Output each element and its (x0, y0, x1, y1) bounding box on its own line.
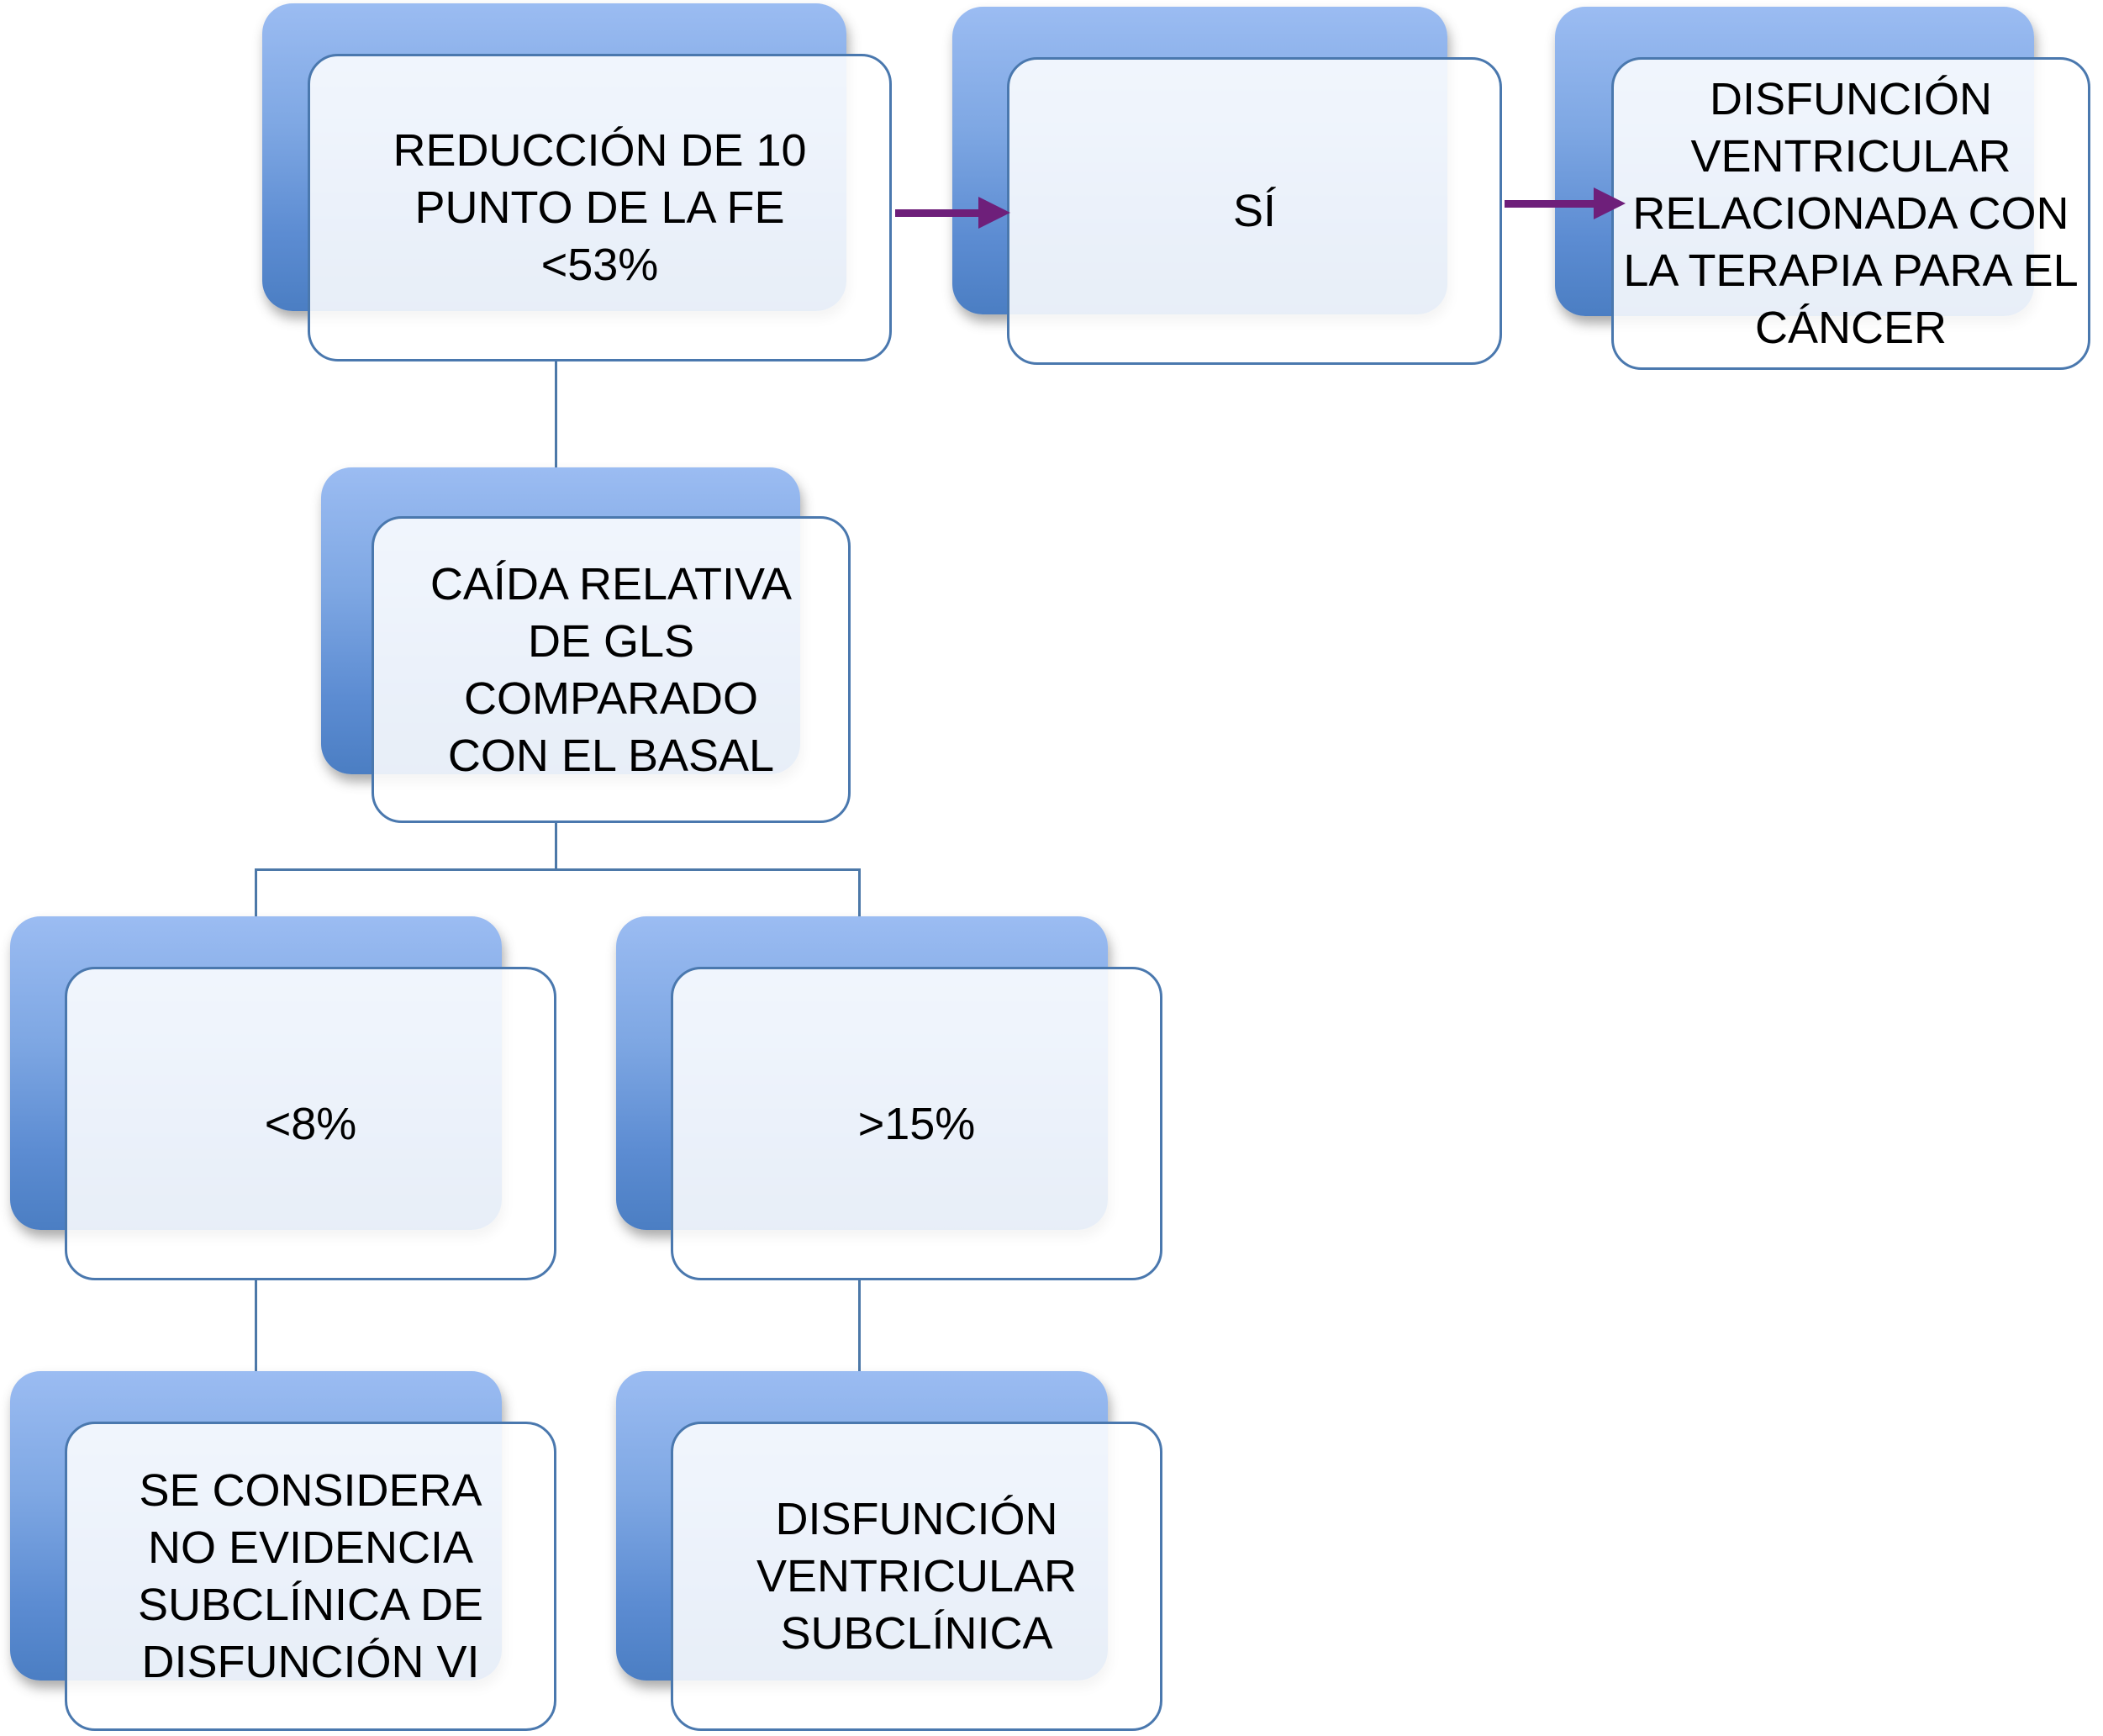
node-disfuncion-terapia-label: DISFUNCIÓN VENTRICULAR RELACIONADA CON L… (1623, 74, 2079, 353)
node-menor-8: <8% (65, 967, 556, 1280)
connector-gls-down (555, 823, 557, 871)
connector-lt8-to-result (255, 1280, 257, 1371)
node-disfuncion-terapia: DISFUNCIÓN VENTRICULAR RELACIONADA CON L… (1611, 57, 2090, 370)
connector-gt15-to-result (858, 1280, 861, 1371)
node-caida-gls-label: CAÍDA RELATIVA DE GLS COMPARADO CON EL B… (430, 558, 793, 781)
arrow-si-to-disfuncion-shaft (1505, 200, 1597, 208)
node-si: SÍ (1007, 57, 1502, 365)
node-reduccion-fe-label: REDUCCIÓN DE 10 PUNTO DE LA FE <53% (393, 125, 807, 290)
connector-branch-left-drop (255, 868, 257, 916)
node-si-label: SÍ (1232, 186, 1277, 236)
connector-branch-horizontal (255, 868, 861, 871)
node-caida-gls: CAÍDA RELATIVA DE GLS COMPARADO CON EL B… (372, 516, 851, 823)
arrow-fe-to-si-head-icon (978, 197, 1010, 229)
arrow-si-to-disfuncion-head-icon (1594, 187, 1626, 219)
node-reduccion-fe: REDUCCIÓN DE 10 PUNTO DE LA FE <53% (308, 54, 892, 361)
node-mayor-15: >15% (671, 967, 1162, 1280)
connector-fe-to-gls (555, 361, 557, 467)
node-no-evidencia-label: SE CONSIDERA NO EVIDENCIA SUBCLÍNICA DE … (137, 1465, 484, 1687)
connector-branch-right-drop (858, 868, 861, 916)
node-disfuncion-subclinica-label: DISFUNCIÓN VENTRICULAR SUBCLÍNICA (756, 1494, 1078, 1659)
node-menor-8-label: <8% (264, 1098, 357, 1149)
node-no-evidencia: SE CONSIDERA NO EVIDENCIA SUBCLÍNICA DE … (65, 1422, 556, 1731)
node-disfuncion-subclinica: DISFUNCIÓN VENTRICULAR SUBCLÍNICA (671, 1422, 1162, 1731)
node-mayor-15-label: >15% (857, 1098, 976, 1149)
arrow-fe-to-si-shaft (895, 209, 983, 217)
